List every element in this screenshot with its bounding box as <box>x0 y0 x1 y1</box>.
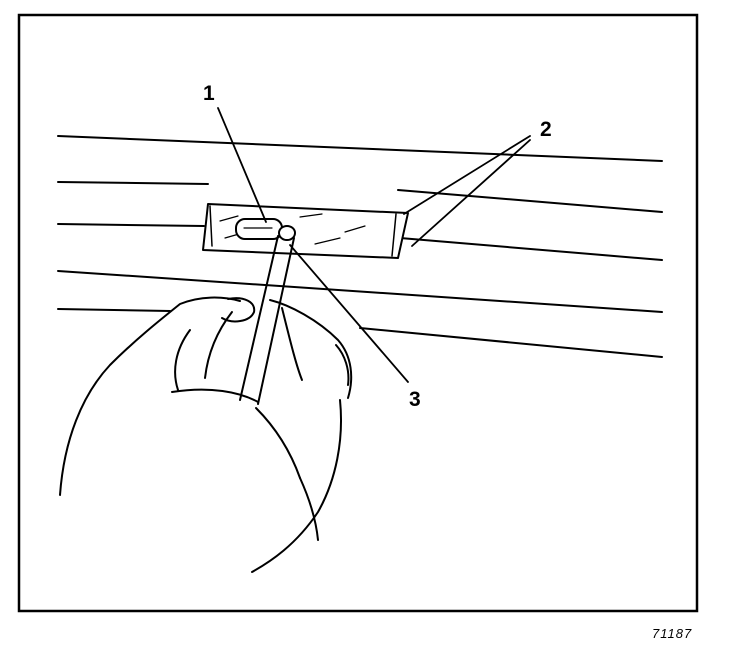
callout-2: 2 <box>540 118 552 141</box>
leader-2b <box>411 139 531 247</box>
hand <box>59 296 353 573</box>
grid-break-area <box>235 218 283 240</box>
grid-line <box>57 135 663 162</box>
applicator <box>239 225 296 405</box>
leader-lines <box>217 107 531 383</box>
grid-line <box>57 181 663 213</box>
figure-code: 71187 <box>652 626 692 641</box>
leader-2a <box>403 135 531 215</box>
defogger-grid-lines <box>57 135 663 358</box>
leader-3 <box>289 244 409 383</box>
grid-line <box>57 270 663 313</box>
callout-1: 1 <box>203 82 215 105</box>
leader-1 <box>217 107 267 223</box>
grid-line <box>57 223 663 261</box>
grid-line <box>57 308 663 358</box>
figure-frame <box>17 13 699 613</box>
callout-3: 3 <box>409 388 421 411</box>
repair-template <box>202 203 409 259</box>
